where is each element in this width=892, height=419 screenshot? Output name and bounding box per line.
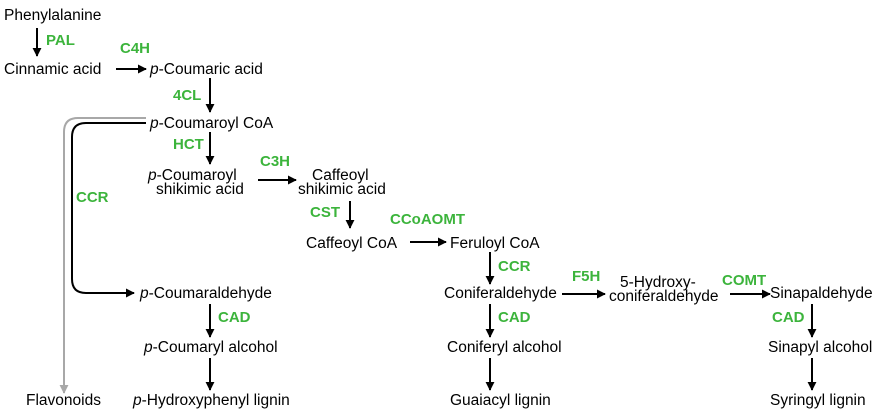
enzyme-ccoaomt: CCoAOMT <box>390 211 465 228</box>
enzyme-c3h: C3H <box>260 153 290 170</box>
enzyme-pal: PAL <box>46 32 75 49</box>
p-coumaroyl-shikimic-acid-label: p-Coumaroyl <box>147 167 237 184</box>
enzyme-hct: HCT <box>173 136 204 153</box>
coniferyl-alcohol-label: Coniferyl alcohol <box>447 339 562 356</box>
p-coumaraldehyde-label: p-Coumaraldehyde <box>139 285 272 302</box>
phenylalanine-label: Phenylalanine <box>4 7 101 24</box>
arrow-ccr-left <box>71 122 146 298</box>
compounds: Phenylalanine Cinnamic acid p-Coumaric a… <box>4 7 873 409</box>
arrows <box>32 28 817 394</box>
enzyme-ccr-right: CCR <box>498 258 531 275</box>
enzyme-c4h: C4H <box>120 40 150 57</box>
arrow-flavonoids <box>59 117 146 394</box>
enzyme-cad-left: CAD <box>218 309 251 326</box>
syringyl-lignin-label: Syringyl lignin <box>770 392 866 409</box>
p-coumaroyl-shikimic-acid-label-line2: shikimic acid <box>156 181 244 198</box>
p-coumaryl-alcohol-label: p-Coumaryl alcohol <box>143 339 278 356</box>
enzyme-comt: COMT <box>722 272 766 289</box>
cinnamic-acid-label: Cinnamic acid <box>4 61 101 78</box>
enzyme-cad-right: CAD <box>772 309 805 326</box>
p-coumaric-acid-label: p-Coumaric acid <box>149 61 263 78</box>
caffeoyl-shikimic-acid-label: Caffeoyl <box>312 167 369 184</box>
enzymes: PAL C4H 4CL HCT C3H CST CCoAOMT CCR CCR … <box>46 32 805 326</box>
p-coumaroyl-coa-label: p-Coumaroyl CoA <box>149 115 274 132</box>
caffeoyl-shikimic-acid-label-line2: shikimic acid <box>298 181 386 198</box>
enzyme-cad-mid: CAD <box>498 309 531 326</box>
feruloyl-coa-label: Feruloyl CoA <box>450 235 540 252</box>
caffeoyl-coa-label: Caffeoyl CoA <box>306 235 398 252</box>
enzyme-f5h: F5H <box>572 268 600 285</box>
guaiacyl-lignin-label: Guaiacyl lignin <box>450 392 551 409</box>
coniferaldehyde-label: Coniferaldehyde <box>444 285 557 302</box>
sinapaldehyde-label: Sinapaldehyde <box>770 285 873 302</box>
enzyme-4cl: 4CL <box>173 87 201 104</box>
sinapyl-alcohol-label: Sinapyl alcohol <box>768 339 872 356</box>
flavonoids-label: Flavonoids <box>26 392 101 409</box>
5-hydroxy-coniferaldehyde-label-line2: coniferaldehyde <box>609 288 718 305</box>
enzyme-ccr-left: CCR <box>76 189 109 206</box>
5-hydroxy-coniferaldehyde-label: 5-Hydroxy- <box>620 274 696 291</box>
p-hydroxyphenyl-lignin-label: p-Hydroxyphenyl lignin <box>132 392 290 409</box>
enzyme-cst: CST <box>310 204 340 221</box>
